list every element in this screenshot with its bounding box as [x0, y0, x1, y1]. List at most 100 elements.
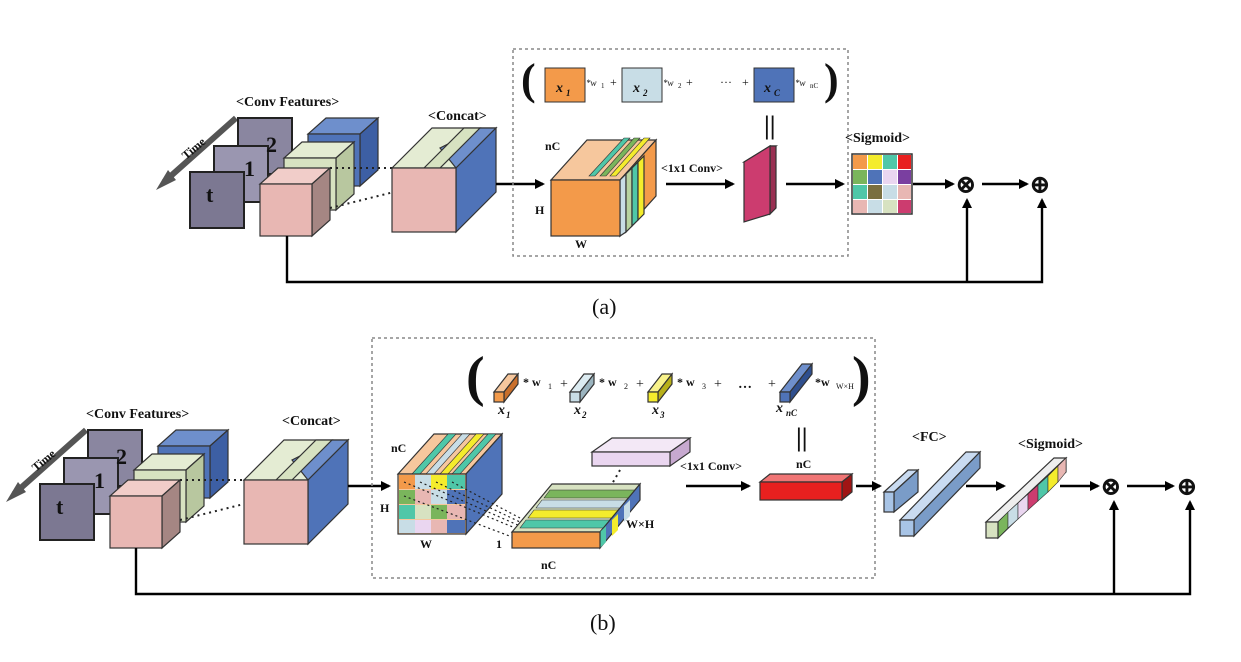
plus-3-a: + [742, 75, 749, 89]
x2-b: x [573, 403, 581, 418]
caption-a: (a) [592, 294, 616, 319]
weight-row-b [590, 436, 692, 468]
w2-sub-a: 2 [678, 82, 682, 90]
reshaped-matrix-b [510, 482, 642, 550]
xc-a: x [763, 81, 771, 96]
x1-box-a [544, 67, 586, 103]
w1-b: * w [523, 375, 541, 389]
paren-close-b: ) [852, 346, 871, 408]
feature-volume-a [549, 137, 658, 238]
xn-b: x [775, 401, 783, 416]
frame-t-b [39, 483, 95, 541]
weighted-sum-b: ( x 1 * w 1 + x 2 * w 2 + x 3 * w [466, 346, 871, 420]
dots-a-2 [329, 191, 395, 209]
x1-a: x [555, 81, 563, 96]
conv-features-label-a: <Conv Features> [236, 95, 339, 110]
wn-sub-b: W×H [836, 382, 854, 391]
w1-sub-a: 1 [601, 82, 605, 90]
x2-a: x [632, 81, 640, 96]
add-op-b: ⊕ [1176, 472, 1198, 501]
plus-1-b: + [560, 377, 568, 392]
concat-label-a: <Concat> [428, 109, 487, 124]
attention-vector-a [741, 144, 779, 223]
paren-close-a: ) [824, 55, 839, 104]
nc-label-b: nC [391, 441, 406, 455]
w3-sub-b: 3 [702, 382, 706, 391]
caption-b: (b) [590, 610, 616, 635]
x2-sub-b: 2 [581, 410, 587, 420]
plus-2-a: + [686, 75, 693, 89]
w2-b: * w [599, 375, 617, 389]
wc-a: *w [795, 78, 806, 88]
h-label-b: H [380, 501, 390, 515]
x2-box-a [621, 67, 663, 103]
fc-bar-small-b [882, 468, 920, 514]
feature-cube-pink-b [108, 478, 182, 550]
concat-cube-a [390, 126, 498, 234]
w1-a: *w [586, 78, 597, 88]
w1-sub-b: 1 [548, 382, 552, 391]
weighted-sum-a: ( x 1 *w 1 + x 2 *w 2 + ··· + x C *w nC … [521, 55, 839, 104]
plus-3-b: + [714, 377, 722, 392]
frame-t-label-a: t [206, 182, 214, 207]
x3-b: x [651, 403, 659, 418]
wc-sub-a: nC [810, 82, 819, 90]
conv-label-b: <1x1 Conv> [680, 459, 742, 473]
sigmoid-grid-a [851, 153, 913, 215]
w-label-b: W [420, 537, 432, 551]
one-label-b: 1 [496, 537, 502, 551]
frame-t-label-b: t [56, 494, 64, 519]
w2-a: *w [663, 78, 674, 88]
equals-b: || [796, 423, 807, 452]
panel-a: Time <Conv Features> 2 1 t [156, 48, 1051, 319]
nc-bottom-label-b: nC [541, 558, 556, 572]
x3-sub-b: 3 [659, 410, 665, 420]
w3-b: * w [677, 375, 695, 389]
x1-sub-a: 1 [566, 88, 571, 98]
sigmoid-bar-b [984, 456, 1068, 540]
xc-box-a [753, 67, 795, 103]
concat-cube-b [242, 438, 350, 546]
attention-vector-b [758, 472, 854, 502]
multiply-op-a: ⊗ [955, 170, 977, 199]
x1-b: x [497, 403, 505, 418]
xc-sub-a: C [774, 88, 781, 98]
reshape-lines-b [403, 481, 521, 541]
paren-open-b: ( [466, 346, 485, 408]
dots-b-3 [611, 469, 621, 485]
wn-b: *w [815, 375, 830, 389]
nc-conv-label-b: nC [796, 457, 811, 471]
sigmoid-label-a: <Sigmoid> [845, 131, 910, 146]
plus-1-a: + [610, 75, 617, 89]
ellipsis-a: ··· [720, 75, 732, 89]
frame-1-label-a: 1 [244, 156, 255, 181]
sigmoid-label-b: <Sigmoid> [1018, 437, 1083, 452]
w-label-a: W [575, 237, 587, 251]
frame-1-label-b: 1 [94, 468, 105, 493]
xn-sub-b: nC [786, 408, 798, 418]
plus-4-b: + [768, 377, 776, 392]
panel-b: Time <Conv Features> 2 1 t <Co [6, 337, 1198, 635]
skip-connection-add-a [285, 198, 1047, 284]
conv-features-label-b: <Conv Features> [86, 407, 189, 422]
nc-label-a: nC [545, 139, 560, 153]
add-op-a: ⊕ [1029, 170, 1051, 199]
feature-cube-pink-a [258, 166, 332, 238]
fc-bar-large-b [898, 450, 982, 538]
conv-label-a: <1x1 Conv> [661, 161, 723, 175]
dots-b-2 [179, 503, 245, 521]
attention-module-box-a [512, 48, 849, 257]
skip-connection-add-b [134, 500, 1195, 596]
wxh-label-b: W×H [626, 517, 655, 531]
frame-2-label-b: 2 [116, 444, 127, 469]
concat-label-b: <Concat> [282, 414, 341, 429]
frame-2-label-a: 2 [266, 132, 277, 157]
w2-sub-b: 2 [624, 382, 628, 391]
frame-stack-b: 2 1 t [39, 429, 143, 541]
multiply-op-b: ⊗ [1100, 472, 1122, 501]
feature-volume-b [396, 432, 504, 536]
frame-stack-a: 2 1 t [189, 117, 293, 229]
ellipsis-b: … [738, 377, 752, 392]
x2-sub-a: 2 [642, 88, 648, 98]
